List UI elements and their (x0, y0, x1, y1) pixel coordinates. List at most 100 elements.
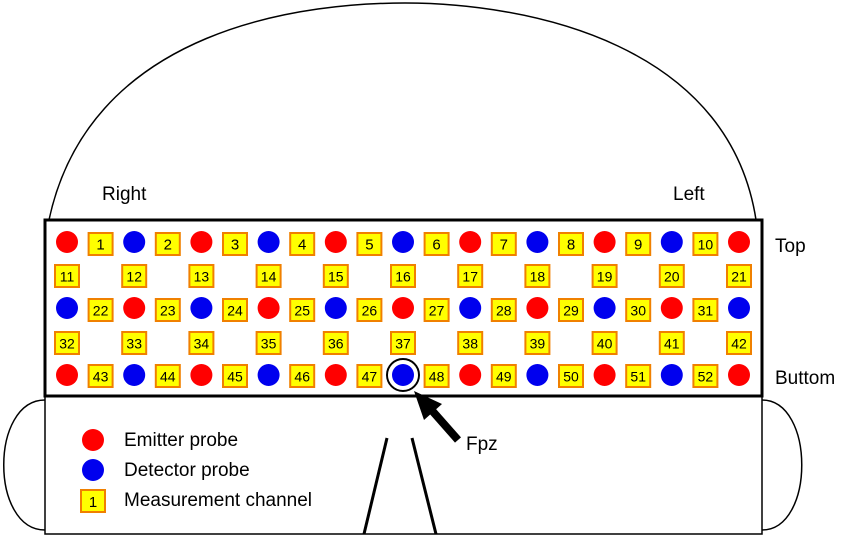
measurement-channel-label-36: 36 (328, 336, 344, 352)
detector-probe-r0-c5 (392, 231, 414, 253)
measurement-channel-label-9: 9 (634, 237, 642, 254)
measurement-channel-label-10: 10 (698, 237, 714, 253)
left-ear (761, 399, 803, 531)
measurement-channel-label-51: 51 (630, 369, 646, 385)
measurement-channel-box-28 (490, 298, 517, 322)
measurement-channel-box-16 (390, 264, 416, 288)
emitter-probe-r0-c10 (728, 231, 750, 253)
measurement-channel-box-7 (490, 232, 517, 256)
emitter-probe-r1-c7 (526, 297, 549, 319)
measurement-channel-box-15 (322, 264, 349, 288)
measurement-channel-label-2: 2 (164, 237, 172, 254)
measurement-channel-box-30 (625, 298, 652, 322)
measurement-channel-box-34 (188, 331, 215, 355)
measurement-channel-label-39: 39 (530, 336, 546, 352)
detector-probe-r0-c9 (660, 231, 683, 253)
measurement-channel-box-37 (390, 331, 416, 355)
measurement-channel-box-18 (524, 264, 551, 288)
measurement-channel-box-42 (726, 331, 752, 355)
measurement-channel-label-28: 28 (496, 303, 512, 319)
measurement-channel-box-13 (188, 264, 215, 288)
measurement-channel-label-49: 49 (496, 369, 512, 385)
detector-probe-r2-c9 (660, 364, 683, 386)
emitter-probe-r2-c0 (56, 364, 78, 386)
measurement-channel-box-19 (591, 264, 618, 288)
measurement-channel-label-16: 16 (395, 269, 411, 285)
emitter-probe-r2-c2 (190, 364, 213, 386)
measurement-channel-label-17: 17 (462, 269, 478, 285)
legend-channel-example: 1 (89, 494, 97, 511)
fpz-arrow (414, 391, 461, 443)
legend-channel-icon (80, 489, 106, 513)
emitter-probe-r1-c9 (660, 297, 683, 319)
measurement-channel-label-13: 13 (194, 269, 210, 285)
head-outline (45, 2, 759, 237)
emitter-probe-r0-c2 (190, 231, 213, 253)
measurement-channel-box-11 (54, 264, 80, 288)
measurement-channel-box-36 (322, 331, 349, 355)
measurement-channel-label-33: 33 (126, 336, 142, 352)
measurement-channel-box-6 (423, 232, 450, 256)
emitter-probe-r2-c4 (324, 364, 347, 386)
measurement-channel-box-35 (255, 331, 282, 355)
measurement-channel-label-29: 29 (563, 303, 579, 319)
measurement-channel-label-46: 46 (294, 369, 310, 385)
nose-line-left (362, 437, 389, 535)
measurement-channel-label-22: 22 (93, 303, 109, 319)
detector-probe-r0-c3 (257, 231, 280, 253)
measurement-channel-label-14: 14 (261, 269, 277, 285)
measurement-channel-box-26 (356, 298, 383, 322)
detector-probe-r2-c1 (123, 364, 146, 386)
emitter-probe-r1-c5 (392, 297, 414, 319)
legend-detector-label: Detector probe (124, 460, 250, 481)
measurement-channel-label-48: 48 (429, 369, 445, 385)
right-ear (3, 399, 46, 531)
legend-emitter-label: Emitter probe (124, 430, 238, 451)
measurement-channel-label-35: 35 (261, 336, 277, 352)
detector-probe-r1-c6 (459, 297, 482, 319)
detector-probe-r1-c10 (728, 297, 750, 319)
nose-line-right (410, 437, 438, 535)
measurement-channel-label-37: 37 (395, 336, 411, 352)
emitter-probe-r2-c6 (459, 364, 482, 386)
measurement-channel-label-30: 30 (630, 303, 646, 319)
measurement-channel-label-52: 52 (698, 369, 714, 385)
measurement-channel-box-14 (255, 264, 282, 288)
measurement-channel-box-38 (457, 331, 484, 355)
measurement-channel-label-32: 32 (59, 336, 75, 352)
measurement-channel-label-7: 7 (500, 237, 508, 254)
measurement-channel-box-22 (87, 298, 114, 322)
fpz-highlight-ring (386, 358, 420, 392)
measurement-channel-box-5 (356, 232, 383, 256)
emitter-probe-r0-c4 (324, 231, 347, 253)
measurement-channel-label-18: 18 (530, 269, 546, 285)
measurement-channel-label-41: 41 (664, 336, 680, 352)
measurement-channel-box-33 (121, 331, 148, 355)
measurement-channel-label-34: 34 (194, 336, 210, 352)
label-bottom: Buttom (775, 368, 835, 389)
emitter-probe-r2-c8 (593, 364, 616, 386)
measurement-channel-label-5: 5 (365, 237, 373, 254)
measurement-channel-box-24 (222, 298, 248, 322)
label-left: Left (673, 184, 705, 205)
legend-emitter-icon (82, 429, 104, 451)
measurement-channel-label-23: 23 (160, 303, 176, 319)
measurement-channel-box-44 (154, 364, 181, 388)
measurement-channel-box-32 (54, 331, 80, 355)
detector-probe-r0-c7 (526, 231, 549, 253)
measurement-channel-label-40: 40 (597, 336, 613, 352)
measurement-channel-label-3: 3 (231, 237, 239, 254)
emitter-probe-r0-c6 (459, 231, 482, 253)
legend-detector-icon (82, 459, 104, 481)
measurement-channel-box-27 (423, 298, 450, 322)
label-fpz: Fpz (466, 434, 498, 455)
emitter-probe-r0-c0 (56, 231, 78, 253)
measurement-channel-label-45: 45 (227, 369, 243, 385)
label-right: Right (102, 184, 147, 205)
measurement-channel-label-4: 4 (298, 237, 306, 254)
detector-probe-r0-c1 (123, 231, 146, 253)
measurement-channel-label-8: 8 (567, 237, 575, 254)
measurement-channel-label-6: 6 (432, 237, 440, 254)
measurement-channel-box-10 (692, 232, 719, 256)
